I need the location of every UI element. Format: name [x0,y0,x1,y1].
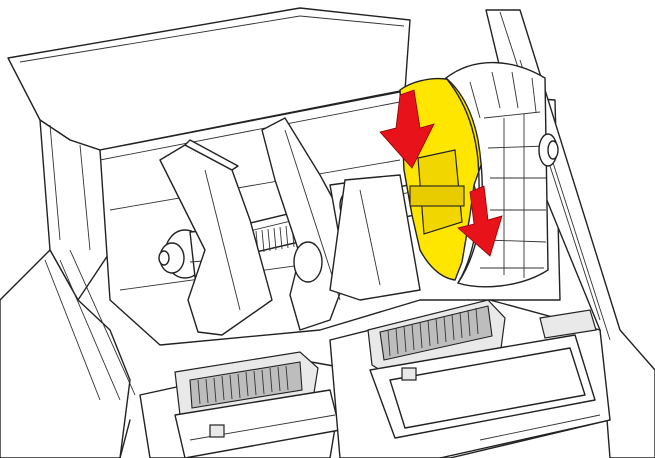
roll-guide-left [159,139,273,336]
roll-label-segments [469,71,547,278]
arrow-top [379,89,435,169]
label-roll [445,61,559,288]
print-head-comb-right [379,305,493,361]
printer-lid [7,7,411,301]
printer-front-base [119,414,611,458]
print-head-comb-left [189,361,303,409]
roll-holder-plate [329,174,421,301]
print-module-left [139,351,346,458]
print-module-right [329,299,611,458]
printer-left-wall [0,249,136,458]
arrow-bottom [457,185,503,257]
